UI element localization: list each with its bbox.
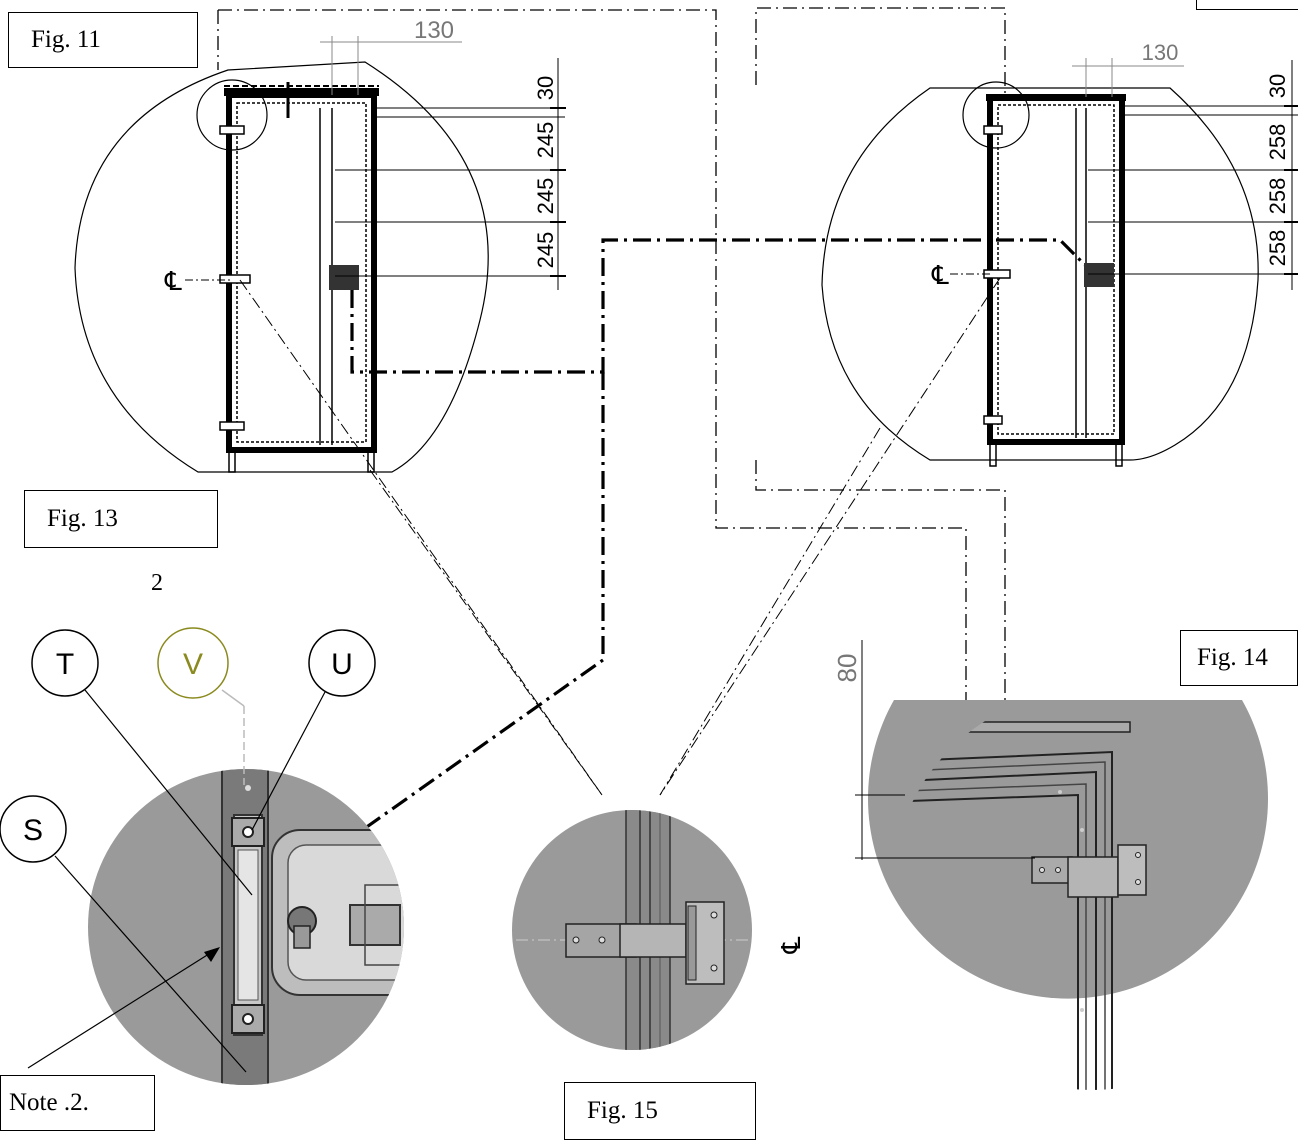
balloon-s	[0, 795, 67, 863]
right-dim-30: 30	[1265, 74, 1290, 98]
right-dim-258-b: 258	[1265, 178, 1290, 215]
left-detail-view	[88, 689, 404, 1085]
section-outline-right	[755, 7, 1006, 700]
fig-11-label: Fig. 11	[8, 12, 198, 68]
detail-dim-80: 80	[832, 654, 862, 683]
fig-13-label: Fig. 13	[24, 490, 218, 548]
corner-detail-view: 80	[832, 640, 1292, 1090]
svg-text:U: U	[331, 648, 353, 681]
right-dim-258-a: 258	[1265, 124, 1290, 161]
section-outline-left	[217, 9, 967, 700]
right-dim-130: 130	[1142, 40, 1179, 65]
svg-text:S: S	[23, 814, 43, 847]
thick-routing-line	[319, 238, 1090, 862]
fig-14-label: Fig. 14	[1180, 630, 1298, 686]
hinge-detail-view: ℄	[512, 810, 807, 1050]
left-hinge-bottom	[219, 421, 245, 431]
right-detail-circle	[962, 81, 1030, 149]
left-dim-130: 130	[414, 17, 454, 44]
page-number: 2	[151, 570, 163, 596]
balloons: T V U S	[0, 627, 376, 863]
balloon-leaders	[27, 689, 326, 1073]
right-dim-258-c: 258	[1265, 230, 1290, 267]
left-dim-30: 30	[533, 76, 558, 100]
balloon-t	[31, 629, 99, 697]
right-centerline-symbol: ℄	[931, 261, 949, 291]
balloon-v	[157, 627, 229, 699]
leader-lines	[239, 277, 1001, 796]
left-dim-245-b: 245	[533, 178, 558, 215]
left-view-outline	[74, 61, 489, 473]
right-cabinet-view: ℄ 30 258 258 258 130	[821, 40, 1298, 467]
balloon-u	[308, 629, 376, 697]
left-centerline-symbol: ℄	[164, 267, 182, 297]
right-hinge-bottom	[983, 415, 1003, 425]
right-hinge-top	[983, 125, 1003, 135]
left-cabinet-view: ℄ 30 245 245 245 130	[74, 17, 566, 473]
fig-15-label: Fig. 15	[564, 1082, 756, 1140]
note-arrowhead	[204, 947, 220, 962]
left-hinge-mid	[219, 274, 251, 284]
left-dim-245-c: 245	[533, 232, 558, 269]
left-hinge-top	[219, 125, 245, 135]
top-right-box	[1196, 0, 1298, 10]
left-dim-245-a: 245	[533, 122, 558, 159]
svg-text:V: V	[183, 648, 203, 681]
detail-centerline-symbol: ℄	[777, 936, 807, 954]
svg-text:T: T	[56, 648, 74, 681]
note-2-label: Note .2.	[0, 1075, 155, 1131]
